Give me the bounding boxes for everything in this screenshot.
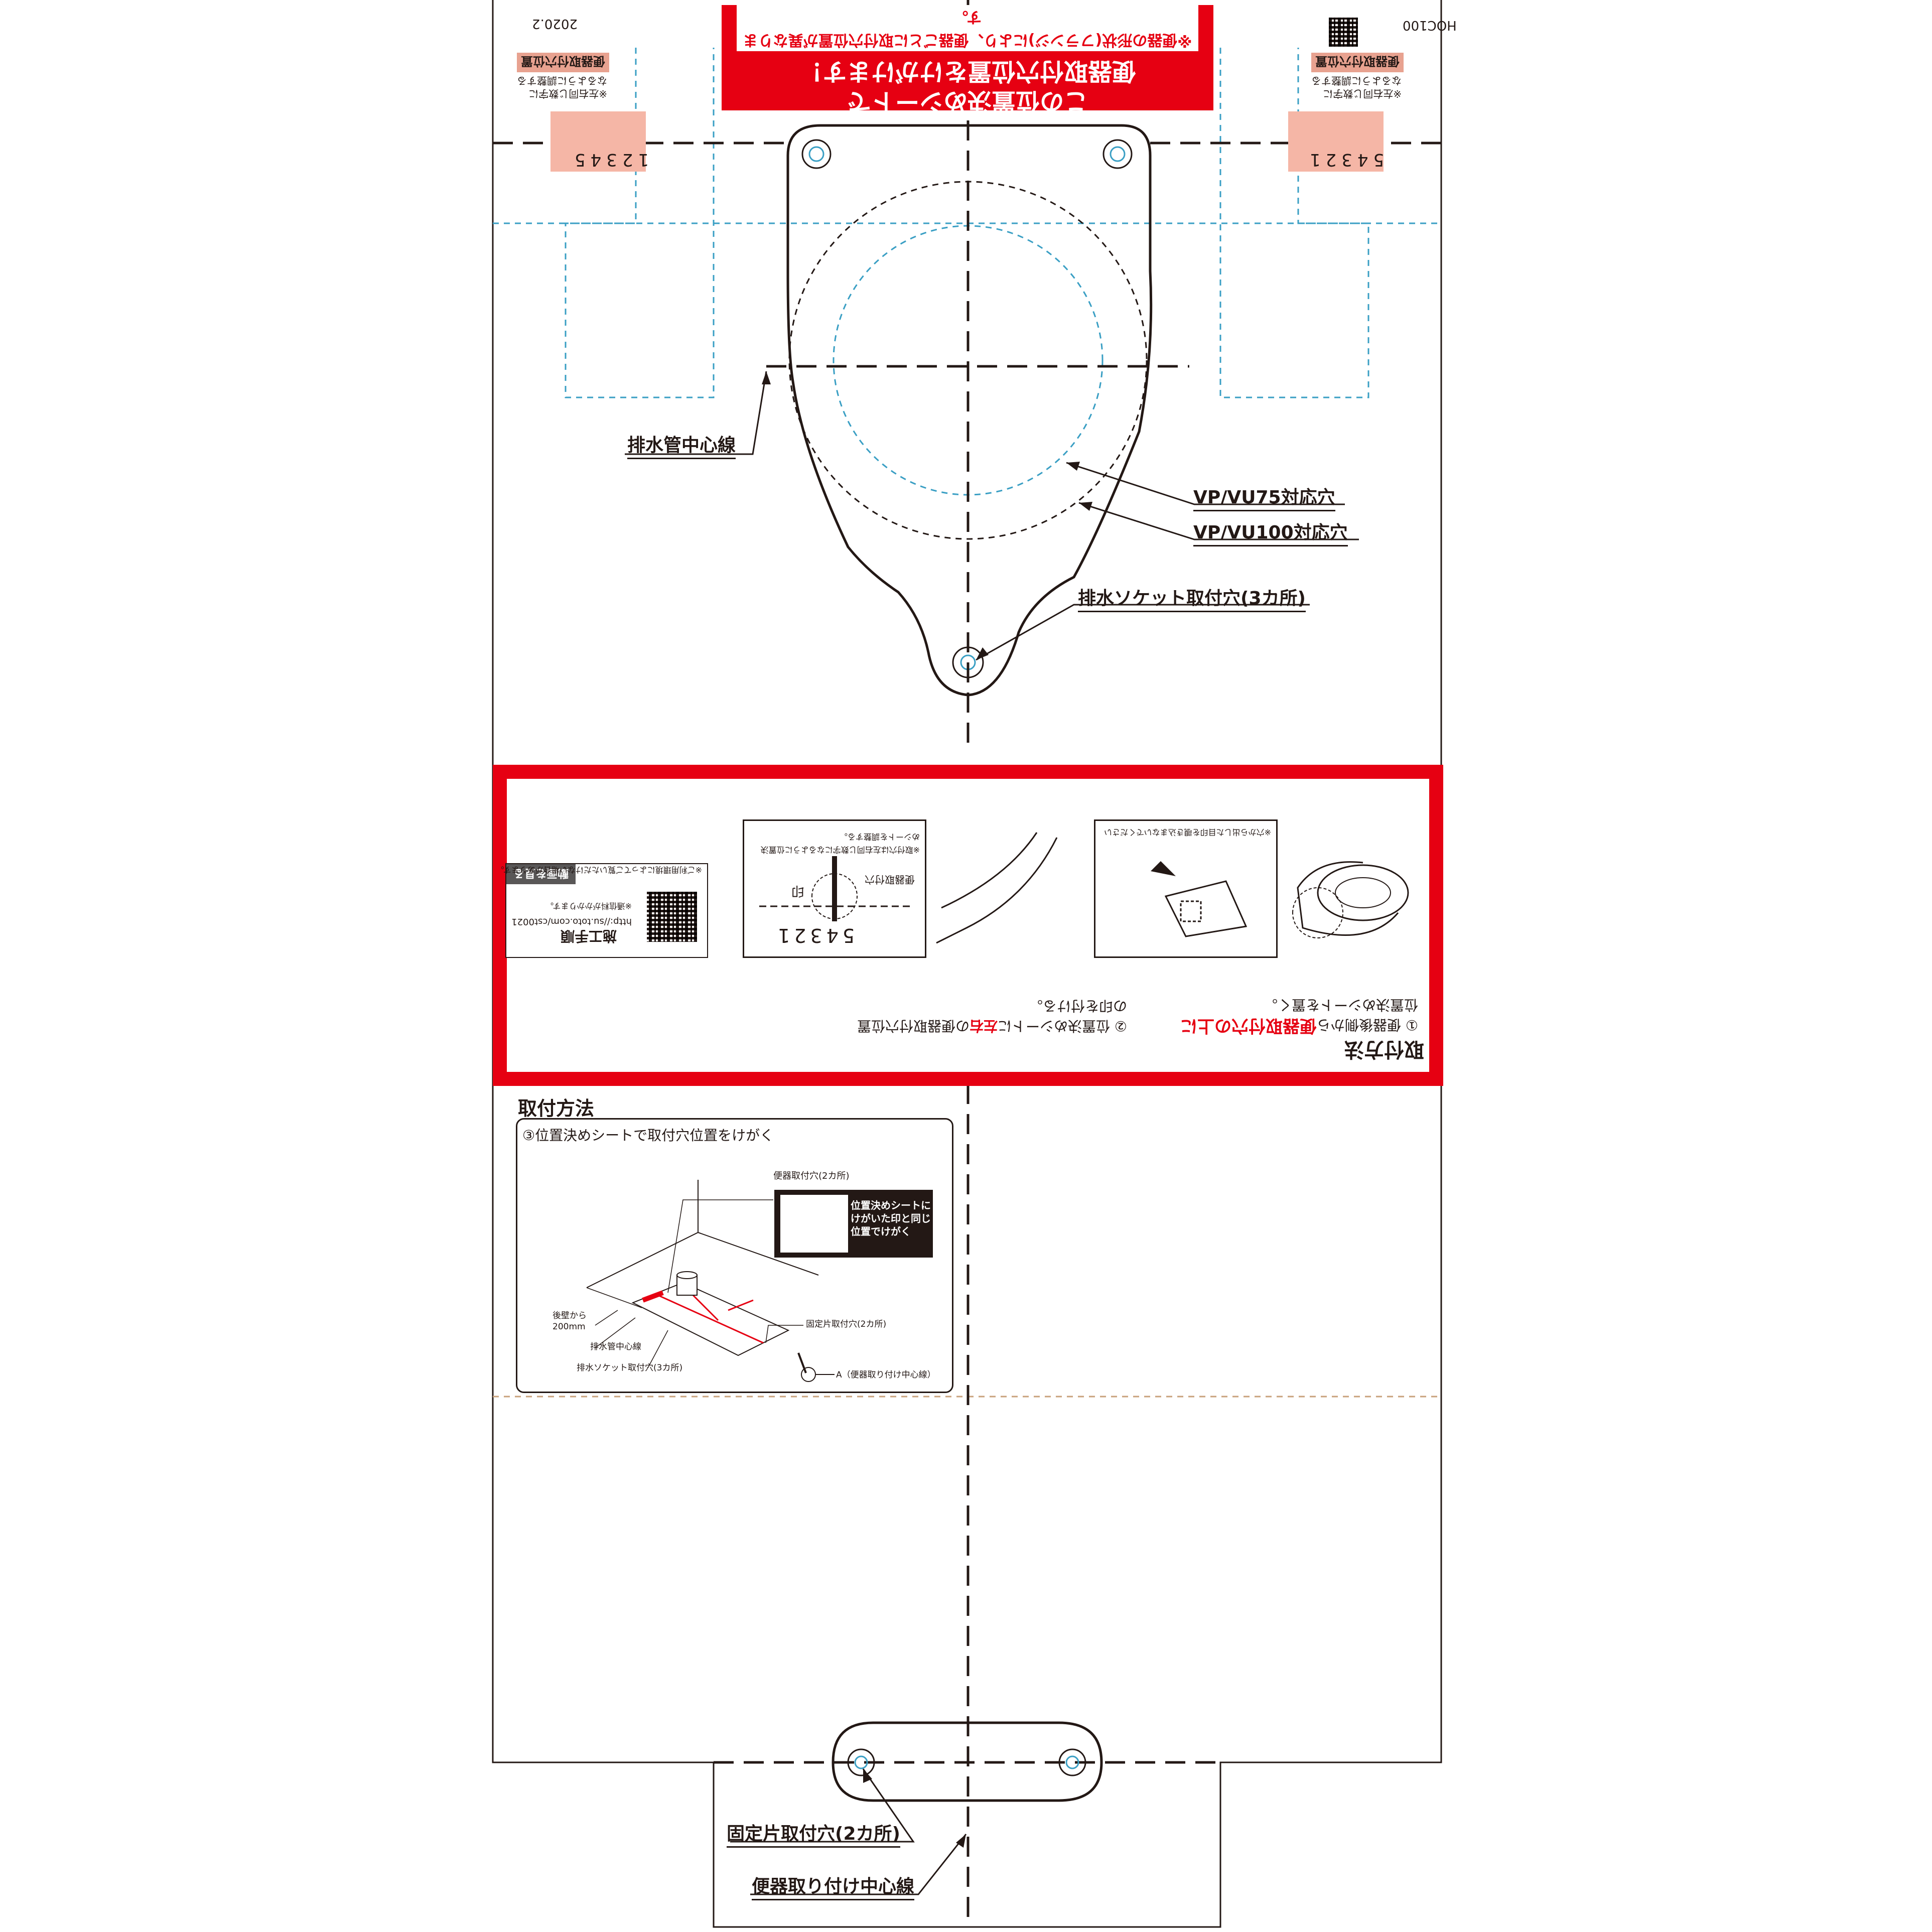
scale-left-label: 便器取付穴位置 [517,53,609,72]
video-box: 動画を見る 施工手順 http://su.toto.com/cst0021 ※通… [496,863,708,958]
method-upper-panel: 取付方法 ① 便器後側から便器取付穴の上に 位置決めシートを置く。 ② 位置決め… [496,780,1428,1071]
fig2-numbers: 54321 [774,924,855,946]
step1-prefix: ① 便器後側から [1316,1017,1418,1033]
fig2-label: 便器取付穴 [865,874,915,886]
callout-drain-centerline: 排水管中心線 [627,431,736,459]
callout-socket-holes: 排水ソケット取付穴(3カ所) [1078,584,1306,612]
hand-illustration [936,832,1058,944]
callout-vp100: VP/VU100対応穴 [1193,518,1348,546]
scale-right-tag: 便器取付穴位置 [1311,53,1404,72]
callout-vp75: VP/VU75対応穴 [1193,483,1335,511]
print-date: 2020.2 [532,16,578,31]
method-upper-title: 取付方法 [1344,1038,1424,1061]
video-note1: ※通信料がかかります。 [545,901,632,911]
step1-suffix: 位置決めシートを置く。 [1263,997,1418,1013]
label-wall-dist: 後壁から 200mm [553,1311,587,1332]
fig2-note: ※取付穴は左右同じ数字になるように位置決めシートを調整する。 [760,832,920,855]
banner-line1: この位置決めシートで [847,87,1088,115]
scale-right-numbers: 54321 [1305,150,1385,170]
inset-box: 位置決めシートに けがいた印と同じ 位置でけがく [774,1190,933,1258]
step2-emphasis: 左右 [969,1018,998,1034]
scale-left-pad [550,111,646,172]
inset-text: 位置決めシートに けがいた印と同じ 位置でけがく [851,1199,931,1237]
label-a-center: A（便器取り付け中心線） [836,1370,936,1380]
fig2-mark: 印 [791,883,804,898]
step3-illustration [586,1180,835,1382]
scale-left-tag: 便器取付穴位置 [517,53,609,72]
step1-text: ① 便器後側から便器取付穴の上に 位置決めシートを置く。 [1157,995,1418,1036]
inset-figure [780,1195,848,1253]
method-lower-title: 取付方法 [518,1097,595,1120]
callout-fix-holes: 固定片取付穴(2カ所) [727,1819,900,1848]
fix-plate-outline [832,1721,1103,1802]
banner-line2: 便器取付穴位置をけがけます！ [799,57,1137,85]
scale-right-label: 便器取付穴位置 [1311,53,1404,72]
fig1-box: ※穴から出した目印を覗き込まないでください [1094,819,1278,958]
leader-arrowheads [762,371,1092,1848]
flange-outline [786,124,1153,697]
label-fix-holes: 固定片取付穴(2カ所) [806,1319,887,1329]
method-lower-box: ③位置決めシートで取付穴位置をけがく 便器取付穴(2カ所) 位置決めシートに け… [516,1118,953,1393]
fix-holes [847,1748,1086,1776]
step2-prefix: ② 位置決めシートに [997,1018,1127,1034]
callout-toilet-center: 便器取り付け中心線 [752,1872,914,1900]
fig1-illustration [1151,861,1248,937]
model-code: HOC100 [1403,18,1457,33]
banner-note: ※便器の形状(フランジ)により、便器ごとに取付穴位置が異なります。 [737,5,1198,51]
toilet-illustration [1292,861,1409,938]
video-qr-code[interactable] [647,892,697,942]
center-lines [493,0,1441,1927]
fig2-illustration [759,856,910,921]
video-note2: ※ご利用環境によってご覧いただけない場合があります。 [496,865,702,875]
label-drain-line: 排水管中心線 [590,1342,641,1352]
label-socket-holes: 排水ソケット取付穴(3カ所) [577,1363,683,1373]
step1-emphasis: 便器取付穴の上に [1180,1016,1317,1036]
scale-left-numbers: 12345 [570,150,649,170]
step3-text: ③位置決めシートで取付穴位置をけがく [522,1127,774,1144]
scale-left-note: ※左右同じ数字に なるように調整する [517,75,607,100]
instruction-frame [493,765,1443,1086]
scale-right-note: ※左右同じ数字に なるように調整する [1311,75,1402,100]
sheet-outline [492,0,1442,1928]
video-title: 施工手順 [560,928,617,944]
label-toilet-holes: 便器取付穴(2カ所) [773,1171,850,1181]
qr-code-top [1329,18,1358,47]
fig1-note: ※穴から出した目印を覗き込まないでください [1104,827,1271,837]
fig2-box: 54321 便器取付穴 印 ※取付穴は左右同じ数字になるように位置決めシートを調… [743,819,926,958]
scale-right-pad [1288,111,1384,172]
step2-text: ② 位置決めシートに左右の便器取付穴位置の印を付ける。 [846,996,1127,1036]
top-red-banner: この位置決めシートで 便器取付穴位置をけがけます！ ※便器の形状(フランジ)によ… [722,5,1213,115]
video-url[interactable]: http://su.toto.com/cst0021 [511,916,632,927]
